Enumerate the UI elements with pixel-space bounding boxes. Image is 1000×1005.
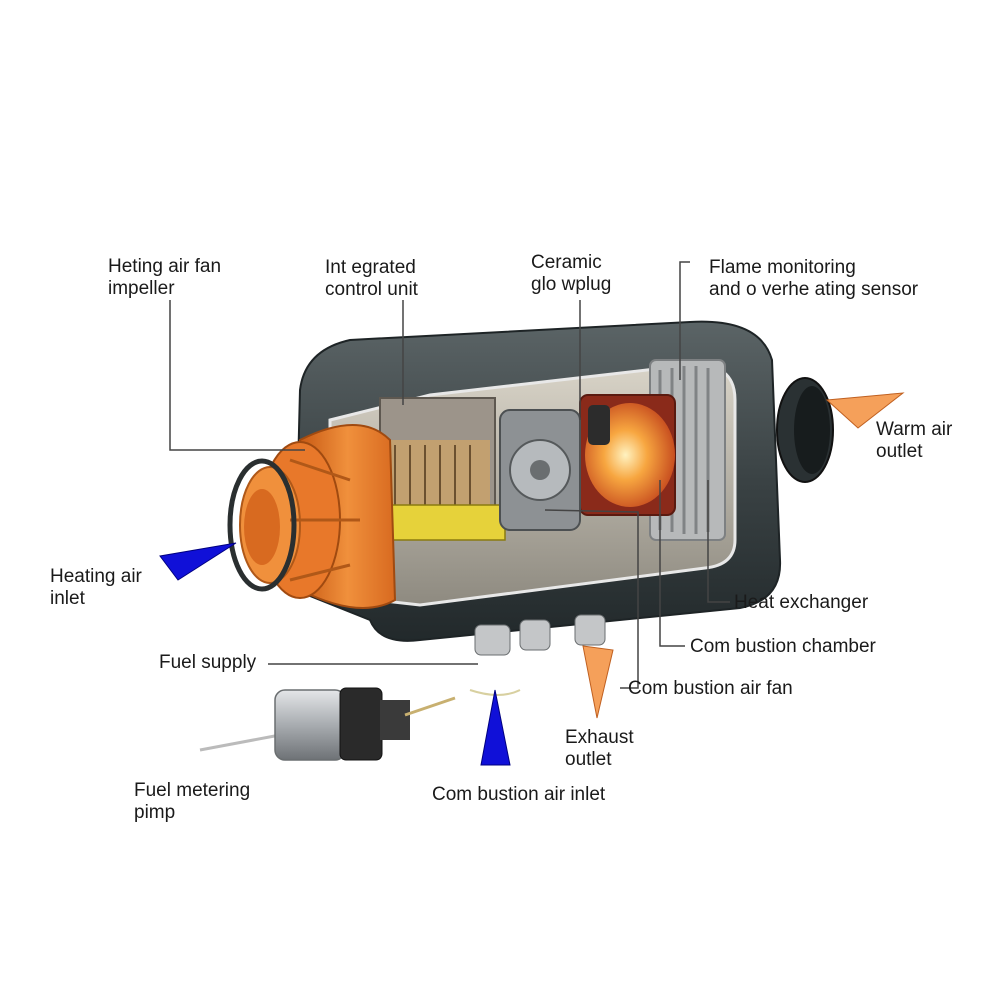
label-combustion-chamber: Com bustion chamber bbox=[690, 636, 876, 657]
exhaust-outlet-arrow-icon bbox=[582, 645, 614, 719]
label-combustion-air-inlet: Com bustion air inlet bbox=[432, 784, 606, 805]
combustion-air-inlet-arrow-icon bbox=[480, 689, 511, 766]
leader-flame-sensor bbox=[679, 261, 690, 380]
combustion-air-fan-motor bbox=[499, 405, 610, 531]
arrows bbox=[159, 392, 905, 766]
bottom-connectors bbox=[474, 614, 606, 656]
label-warm-air-outlet: Warm air outlet bbox=[876, 419, 953, 462]
label-fan-impeller: Heting air fan impeller bbox=[108, 256, 222, 299]
label-glow-plug: Ceramic glo wplug bbox=[531, 252, 612, 295]
label-flame-sensor: Flame monitoring and o verhe ating senso… bbox=[709, 257, 919, 300]
leader-impeller bbox=[169, 300, 305, 451]
label-heating-air-inlet: Heating air inlet bbox=[50, 566, 142, 609]
impeller-orange bbox=[227, 424, 397, 609]
label-fuel-supply: Fuel supply bbox=[159, 652, 257, 673]
label-heat-exchanger: Heat exchanger bbox=[734, 592, 869, 613]
leader-heat-exchanger bbox=[707, 480, 730, 603]
label-fuel-metering-pump: Fuel metering pimp bbox=[134, 780, 251, 823]
fuel-metering-pump bbox=[199, 687, 456, 761]
label-control-unit: Int egrated control unit bbox=[325, 257, 418, 300]
control-unit-block bbox=[379, 397, 506, 541]
label-exhaust-outlet: Exhaust outlet bbox=[565, 727, 634, 770]
warm-air-outlet-arrow-icon bbox=[825, 392, 905, 429]
fuel-line bbox=[469, 689, 521, 696]
heating-air-inlet-arrow-icon bbox=[159, 542, 237, 581]
label-combustion-air-fan: Com bustion air fan bbox=[628, 678, 793, 699]
leader-lines bbox=[169, 261, 730, 689]
leader-combustion-fan bbox=[544, 509, 639, 689]
leader-combustion-chamber bbox=[659, 480, 685, 647]
